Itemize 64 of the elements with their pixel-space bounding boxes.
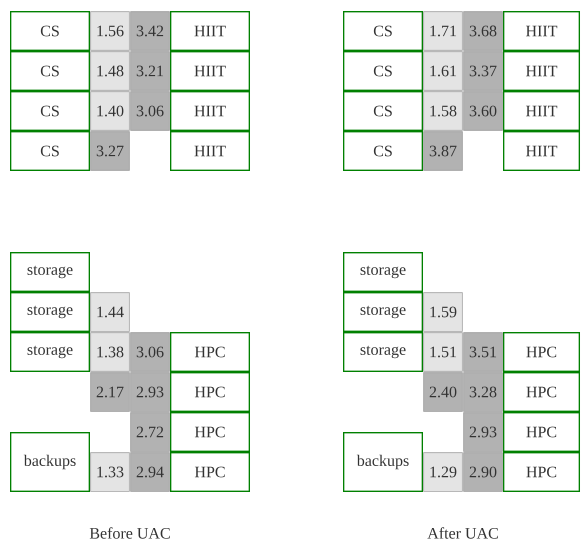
- value-cell: 1.58: [423, 91, 463, 131]
- label-box: HIIT: [170, 11, 250, 51]
- label-box: HPC: [503, 452, 580, 492]
- value-cell: 3.37: [463, 51, 503, 91]
- value-cell: 1.38: [90, 332, 130, 372]
- value-cell: 2.94: [130, 452, 170, 492]
- label-box: storage: [10, 292, 90, 332]
- value-cell: 3.27: [90, 131, 130, 171]
- label-box: storage: [343, 252, 423, 292]
- label-box: HPC: [503, 372, 580, 412]
- label-box: HIIT: [170, 131, 250, 171]
- label-box: HPC: [170, 332, 250, 372]
- value-cell: 1.48: [90, 51, 130, 91]
- value-cell: 2.17: [90, 372, 130, 412]
- panel-caption: After UAC: [427, 527, 498, 539]
- label-box: backups: [10, 432, 90, 492]
- label-box: HIIT: [170, 91, 250, 131]
- value-cell: 3.51: [463, 332, 503, 372]
- value-cell: 1.56: [90, 11, 130, 51]
- label-box: storage: [10, 332, 90, 372]
- value-cell: 2.40: [423, 372, 463, 412]
- value-cell: 3.06: [130, 91, 170, 131]
- value-cell: 1.71: [423, 11, 463, 51]
- label-box: storage: [343, 292, 423, 332]
- label-box: HPC: [503, 332, 580, 372]
- value-cell: 1.59: [423, 292, 463, 332]
- panel-caption: Before UAC: [90, 527, 170, 539]
- value-cell: 1.29: [423, 452, 463, 492]
- label-box: HIIT: [503, 91, 580, 131]
- label-box: CS: [343, 91, 423, 131]
- label-box: HPC: [503, 412, 580, 452]
- value-cell: 1.33: [90, 452, 130, 492]
- label-box: CS: [10, 91, 90, 131]
- label-box: HPC: [170, 452, 250, 492]
- label-box: CS: [343, 51, 423, 91]
- label-box: backups: [343, 432, 423, 492]
- value-cell: 2.72: [130, 412, 170, 452]
- label-box: CS: [10, 51, 90, 91]
- value-cell: 2.93: [463, 412, 503, 452]
- value-cell: 3.60: [463, 91, 503, 131]
- value-cell: 1.61: [423, 51, 463, 91]
- label-box: HIIT: [503, 131, 580, 171]
- label-box: CS: [343, 11, 423, 51]
- label-box: HIIT: [503, 11, 580, 51]
- value-cell: 1.40: [90, 91, 130, 131]
- value-cell: 3.87: [423, 131, 463, 171]
- label-box: CS: [10, 131, 90, 171]
- label-box: HPC: [170, 372, 250, 412]
- label-box: CS: [10, 11, 90, 51]
- value-cell: 1.51: [423, 332, 463, 372]
- value-cell: 3.42: [130, 11, 170, 51]
- label-box: HPC: [170, 412, 250, 452]
- label-box: storage: [343, 332, 423, 372]
- value-cell: 3.68: [463, 11, 503, 51]
- label-box: HIIT: [503, 51, 580, 91]
- label-box: HIIT: [170, 51, 250, 91]
- value-cell: 3.06: [130, 332, 170, 372]
- label-box: CS: [343, 131, 423, 171]
- label-box: storage: [10, 252, 90, 292]
- value-cell: 1.44: [90, 292, 130, 332]
- value-cell: 2.93: [130, 372, 170, 412]
- value-cell: 3.21: [130, 51, 170, 91]
- value-cell: 3.28: [463, 372, 503, 412]
- value-cell: 2.90: [463, 452, 503, 492]
